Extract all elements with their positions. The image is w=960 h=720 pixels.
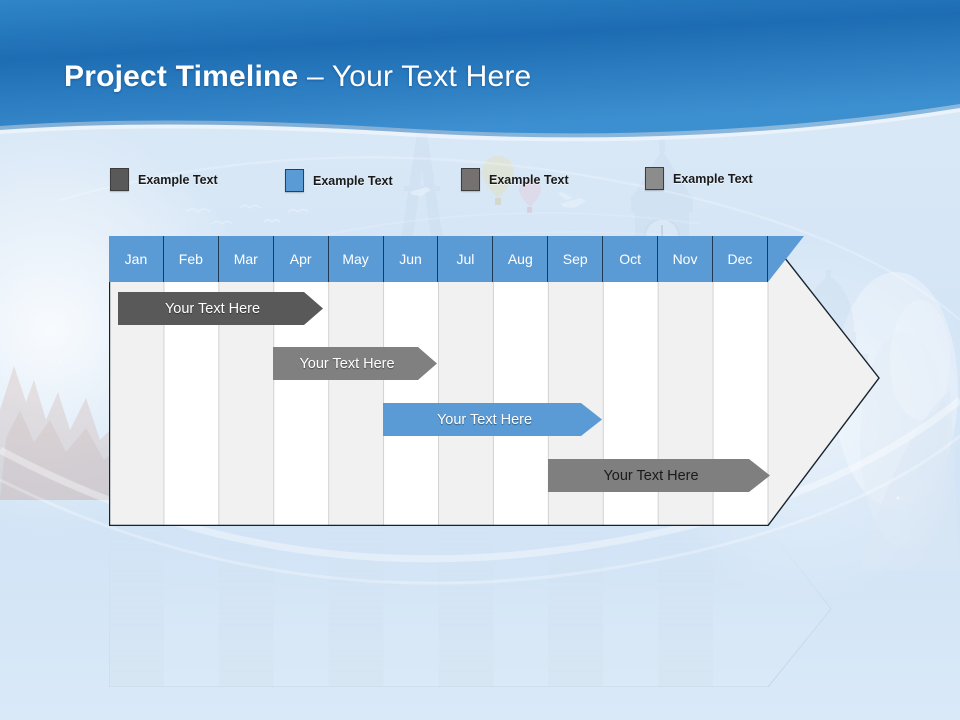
task-bar-3-label: Your Text Here: [436, 411, 533, 428]
month-cell-feb[interactable]: Feb: [163, 236, 219, 282]
task-bar-3[interactable]: Your Text Here: [383, 403, 602, 436]
legend-item-1[interactable]: Example Text: [110, 168, 218, 191]
legend-label-1: Example Text: [138, 172, 218, 187]
month-cell-mar[interactable]: Mar: [218, 236, 274, 282]
month-header-row: Jan Feb Mar Apr May Jun Jul Aug Sep Oct …: [109, 236, 768, 282]
legend-label-2: Example Text: [313, 173, 393, 188]
legend-label-4: Example Text: [673, 171, 753, 186]
legend-swatch-icon-3: [461, 168, 480, 191]
month-cell-may[interactable]: May: [328, 236, 384, 282]
month-cell-nov[interactable]: Nov: [658, 236, 713, 282]
month-header-arrow-fill: [768, 236, 804, 282]
task-bar-2[interactable]: Your Text Here: [273, 347, 437, 380]
month-cell-apr[interactable]: Apr: [273, 236, 329, 282]
page-title-strong: Project Timeline: [64, 60, 299, 93]
legend-item-4[interactable]: Example Text: [645, 167, 753, 190]
task-bar-4-label: Your Text Here: [603, 467, 699, 484]
legend-swatch-icon-4: [645, 167, 664, 190]
month-cell-dec[interactable]: Dec: [712, 236, 768, 282]
page-title-light: – Your Text Here: [298, 60, 532, 93]
canyon-silhouette-decoration: [0, 366, 120, 500]
legend-label-3: Example Text: [489, 172, 569, 187]
chart-reflection: [109, 527, 832, 687]
month-cell-jan[interactable]: Jan: [109, 236, 164, 282]
page-title: Project Timeline – Your Text Here: [64, 60, 531, 94]
month-cell-aug[interactable]: Aug: [493, 236, 549, 282]
task-bar-1[interactable]: Your Text Here: [118, 292, 323, 325]
legend: Example Text Example Text Example Text E…: [110, 166, 830, 196]
legend-swatch-icon-2: [285, 169, 304, 192]
month-cell-sep[interactable]: Sep: [548, 236, 604, 282]
task-bar-4[interactable]: Your Text Here: [548, 459, 770, 492]
legend-item-2[interactable]: Example Text: [285, 169, 393, 192]
month-cell-jul[interactable]: Jul: [438, 236, 494, 282]
legend-item-3[interactable]: Example Text: [461, 168, 569, 191]
task-bar-2-label: Your Text Here: [299, 355, 395, 372]
month-cell-jun[interactable]: Jun: [383, 236, 439, 282]
timeline-chart: Jan Feb Mar Apr May Jun Jul Aug Sep Oct …: [109, 236, 880, 526]
legend-swatch-icon-1: [110, 168, 129, 191]
month-cell-oct[interactable]: Oct: [603, 236, 659, 282]
task-bar-1-label: Your Text Here: [164, 300, 261, 317]
